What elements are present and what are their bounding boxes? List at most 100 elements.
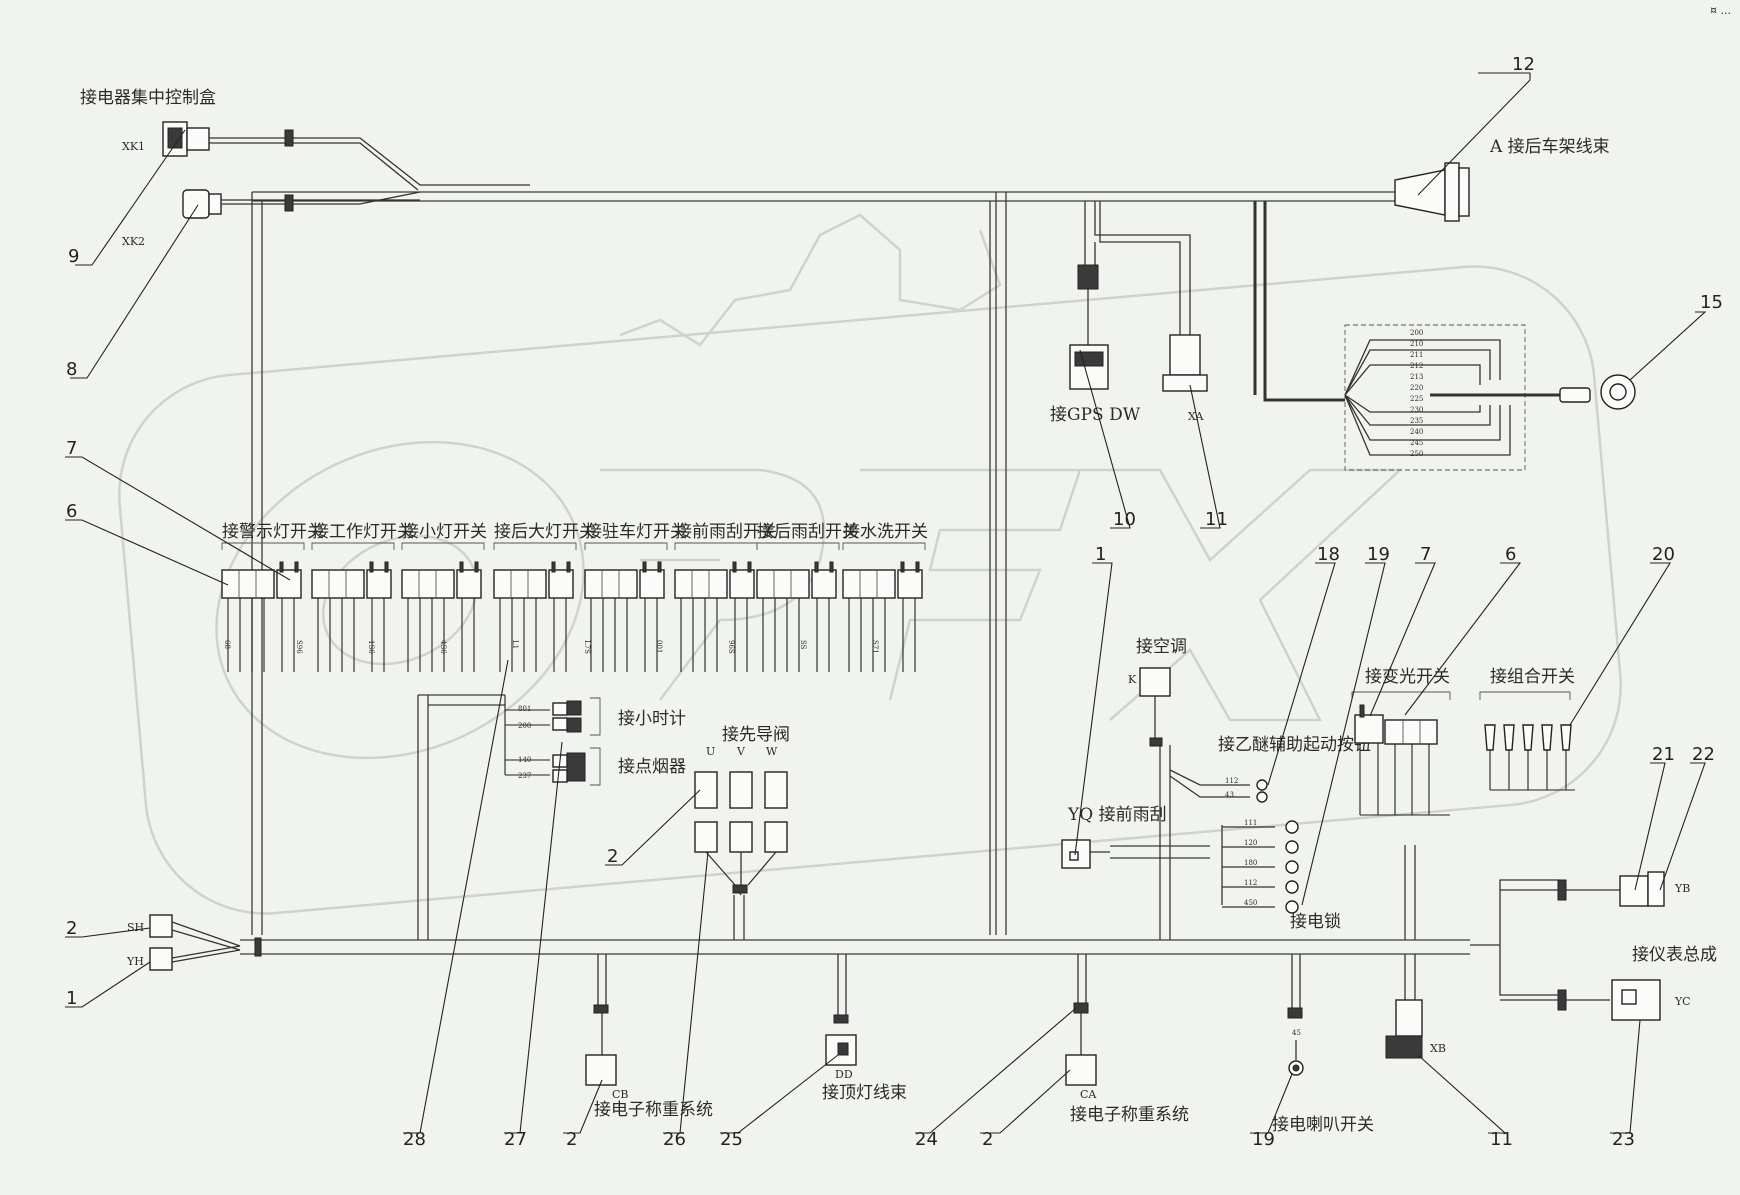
callout-18: 18 bbox=[1317, 544, 1340, 565]
lock-label: 接电锁 bbox=[1290, 912, 1341, 932]
combo-label: 接组合开关 bbox=[1490, 667, 1575, 687]
svg-text:DD: DD bbox=[835, 1068, 853, 1081]
callout-7: 7 bbox=[66, 438, 77, 459]
svg-text:CA: CA bbox=[1080, 1088, 1097, 1101]
yh-connector bbox=[149, 947, 173, 971]
callout-numbers: 9 8 7 6 12 15 10 11 1 18 19 7 6 20 21 22… bbox=[66, 54, 1723, 1150]
callout-6: 6 bbox=[66, 501, 77, 522]
switch-connector bbox=[401, 569, 455, 599]
switch-wire-number: S71 bbox=[871, 640, 879, 654]
dimmer-combo: 接变光开关 接组合开关 bbox=[1351, 667, 1575, 816]
switch-group-label: 接水洗开关 bbox=[843, 522, 928, 542]
switch-wire-number: 1S6 bbox=[367, 640, 375, 654]
switch-wire-number: SS bbox=[799, 640, 807, 650]
bottom-connectors: CB 接电子称重系统 DD 接顶灯线束 CA 接电子称重系统 45 接电喇叭开关… bbox=[585, 954, 1446, 1135]
ring-terminal bbox=[1285, 900, 1299, 914]
lock-wire-number: 450 bbox=[1244, 899, 1257, 907]
rear-frame-connector: A 接后车架线束 bbox=[1394, 137, 1610, 222]
lock-wire-number: 120 bbox=[1244, 839, 1257, 847]
lighter-label: 接点烟器 bbox=[618, 757, 686, 777]
svg-text:SH: SH bbox=[127, 921, 144, 934]
bundle-wire-number: 220 bbox=[1410, 384, 1423, 392]
dimmer-label: 接变光开关 bbox=[1365, 667, 1450, 687]
callout-21: 21 bbox=[1652, 744, 1675, 765]
callout-19b: 19 bbox=[1252, 1129, 1275, 1150]
yq-label: YQ 接前雨刮 bbox=[1067, 805, 1167, 825]
switch-wire-number: 001 bbox=[655, 640, 663, 653]
callout-2b: 2 bbox=[566, 1129, 577, 1150]
sh-connector bbox=[149, 914, 173, 938]
svg-text:801: 801 bbox=[518, 705, 531, 713]
right-middle-connectors: 接空调 K 接乙醚辅助起动按钮 112 43 YQ 接前雨刮 111120180… bbox=[1061, 637, 1371, 932]
gps-xa-connectors: 接GPS DW XA bbox=[1050, 201, 1208, 425]
bundle-wire-number: 230 bbox=[1410, 406, 1423, 414]
combo-terminal bbox=[1484, 724, 1496, 751]
callout-2: 2 bbox=[66, 918, 77, 939]
switch-connector bbox=[221, 569, 275, 599]
callout-23: 23 bbox=[1612, 1129, 1635, 1150]
callout-19: 19 bbox=[1367, 544, 1390, 565]
gps-label: 接GPS DW bbox=[1050, 405, 1141, 425]
switch-wire-number: L7S bbox=[583, 640, 591, 654]
svg-text:YH: YH bbox=[126, 955, 144, 968]
callout-20: 20 bbox=[1652, 544, 1675, 565]
callout-10: 10 bbox=[1113, 509, 1136, 530]
switch-group-label: 接工作灯开关 bbox=[312, 522, 414, 542]
bundle-wire-number: 240 bbox=[1410, 428, 1423, 436]
callout-12: 12 bbox=[1512, 54, 1535, 75]
pilot-valve-label: 接先导阀 bbox=[722, 725, 790, 745]
svg-text:K: K bbox=[1128, 673, 1137, 686]
hour-meter-lighter: 801 200 140 237 接小时计 接点烟器 bbox=[504, 695, 686, 786]
ring-terminal bbox=[1285, 860, 1299, 874]
bundle-wire-number: 200 bbox=[1410, 329, 1423, 337]
ring-terminal bbox=[1285, 840, 1299, 854]
corner-mark: ¤ ... bbox=[1710, 4, 1731, 17]
instrument-label: 接仪表总成 bbox=[1632, 945, 1717, 965]
bundle-wire-number: 210 bbox=[1410, 340, 1423, 348]
switch-group-label: 接后雨刮开关 bbox=[757, 522, 859, 542]
horn-label: 接电喇叭开关 bbox=[1272, 1115, 1374, 1135]
svg-text:200: 200 bbox=[518, 722, 531, 730]
svg-text:YC: YC bbox=[1674, 995, 1691, 1008]
watermark-logo bbox=[118, 213, 1622, 915]
switch-wire-number: 68 bbox=[223, 640, 231, 649]
callout-6b: 6 bbox=[1505, 544, 1516, 565]
ring-terminal bbox=[1285, 820, 1299, 834]
ring-terminal bbox=[1285, 880, 1299, 894]
air-cond-label: 接空调 bbox=[1136, 637, 1187, 657]
switch-wire-number: 4S6 bbox=[439, 640, 447, 654]
xk1-label: XK1 bbox=[122, 140, 145, 153]
switch-connector bbox=[493, 569, 547, 599]
bundle-wire-number: 225 bbox=[1410, 395, 1423, 403]
switch-connector bbox=[311, 569, 365, 599]
callout-26: 26 bbox=[663, 1129, 686, 1150]
svg-text:140: 140 bbox=[518, 756, 531, 764]
callout-9: 9 bbox=[68, 246, 79, 267]
bundle-wire-number: 212 bbox=[1410, 362, 1423, 370]
switch-group-label: 接驻车灯开关 bbox=[585, 522, 687, 542]
callout-1: 1 bbox=[1095, 544, 1106, 565]
switch-connector bbox=[584, 569, 638, 599]
xk2-connector bbox=[182, 189, 210, 219]
rear-frame-label: A 接后车架线束 bbox=[1489, 137, 1610, 157]
lock-wire-number: 112 bbox=[1244, 879, 1257, 887]
bundle-wire-number: 245 bbox=[1410, 439, 1423, 447]
sh-yh-connectors: SH YH bbox=[126, 914, 262, 971]
callout-28: 28 bbox=[403, 1129, 426, 1150]
bundle-wire-number: 235 bbox=[1410, 417, 1423, 425]
xk2-label: XK2 bbox=[122, 235, 145, 248]
svg-text:XB: XB bbox=[1430, 1042, 1446, 1055]
switch-group-label: 接后大灯开关 bbox=[494, 522, 596, 542]
ether-label: 接乙醚辅助起动按钮 bbox=[1218, 735, 1371, 755]
switch-groups: 接警示灯开关接工作灯开关接小灯开关接后大灯开关接驻车灯开关接前雨刮开关接后雨刮开… bbox=[221, 522, 928, 672]
relay-box-label: 接电器集中控制盒 bbox=[80, 88, 216, 108]
callout-2c: 2 bbox=[982, 1129, 993, 1150]
svg-text:U: U bbox=[706, 745, 715, 758]
combo-terminal bbox=[1560, 724, 1572, 751]
svg-text:45: 45 bbox=[1292, 1029, 1301, 1037]
callout-27: 27 bbox=[504, 1129, 527, 1150]
lock-wire-number: 180 bbox=[1244, 859, 1257, 867]
switch-connector bbox=[842, 569, 896, 599]
switch-wire-number: L1 bbox=[511, 640, 519, 649]
callout-22: 22 bbox=[1692, 744, 1715, 765]
